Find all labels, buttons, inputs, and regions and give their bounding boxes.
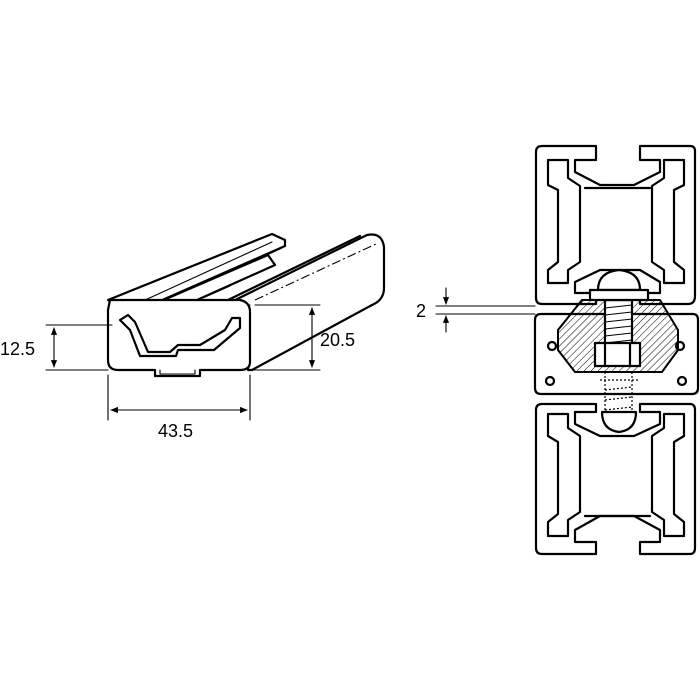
screw-head-top: [596, 268, 642, 292]
dimension-gap: 2: [416, 287, 536, 333]
nut-inner: [603, 341, 632, 368]
bottom-profile-right-cavity: [650, 412, 686, 538]
dimension-label-12-5: 12.5: [0, 339, 35, 359]
middle-left-hole-bottom: [544, 375, 556, 387]
middle-right-hole-bottom: [676, 375, 688, 387]
dimension-height-right: 20.5: [251, 304, 355, 371]
top-profile-right-cavity: [650, 158, 686, 285]
dimension-label-2: 2: [416, 301, 426, 321]
dimension-height-left: 12.5: [0, 324, 113, 371]
profile-left-lip-inner: [131, 241, 273, 307]
nut-pocket: [593, 341, 642, 368]
bottom-profile-left-cavity: [546, 412, 582, 538]
screw-washer-top: [588, 288, 650, 302]
middle-left-hole-top: [546, 340, 558, 352]
profile-top-right-rail: [223, 233, 386, 372]
profile-cover-isometric: [106, 232, 386, 378]
profile-cross-section-assembly: [533, 144, 700, 556]
top-profile-left-cavity: [546, 158, 582, 285]
screw-hidden-lines: [600, 372, 638, 418]
profile-bottom-notch: [159, 369, 196, 375]
profile-right-rail-top-edge: [226, 234, 362, 302]
profile-centerline: [254, 243, 377, 301]
dimension-label-43-5: 43.5: [158, 421, 193, 441]
dimension-label-20-5: 20.5: [320, 330, 355, 350]
screw-thread: [604, 304, 633, 344]
profile-front-slot: [118, 313, 242, 358]
dimension-width: 43.5: [107, 374, 251, 441]
screw-head-bottom: [600, 410, 638, 434]
